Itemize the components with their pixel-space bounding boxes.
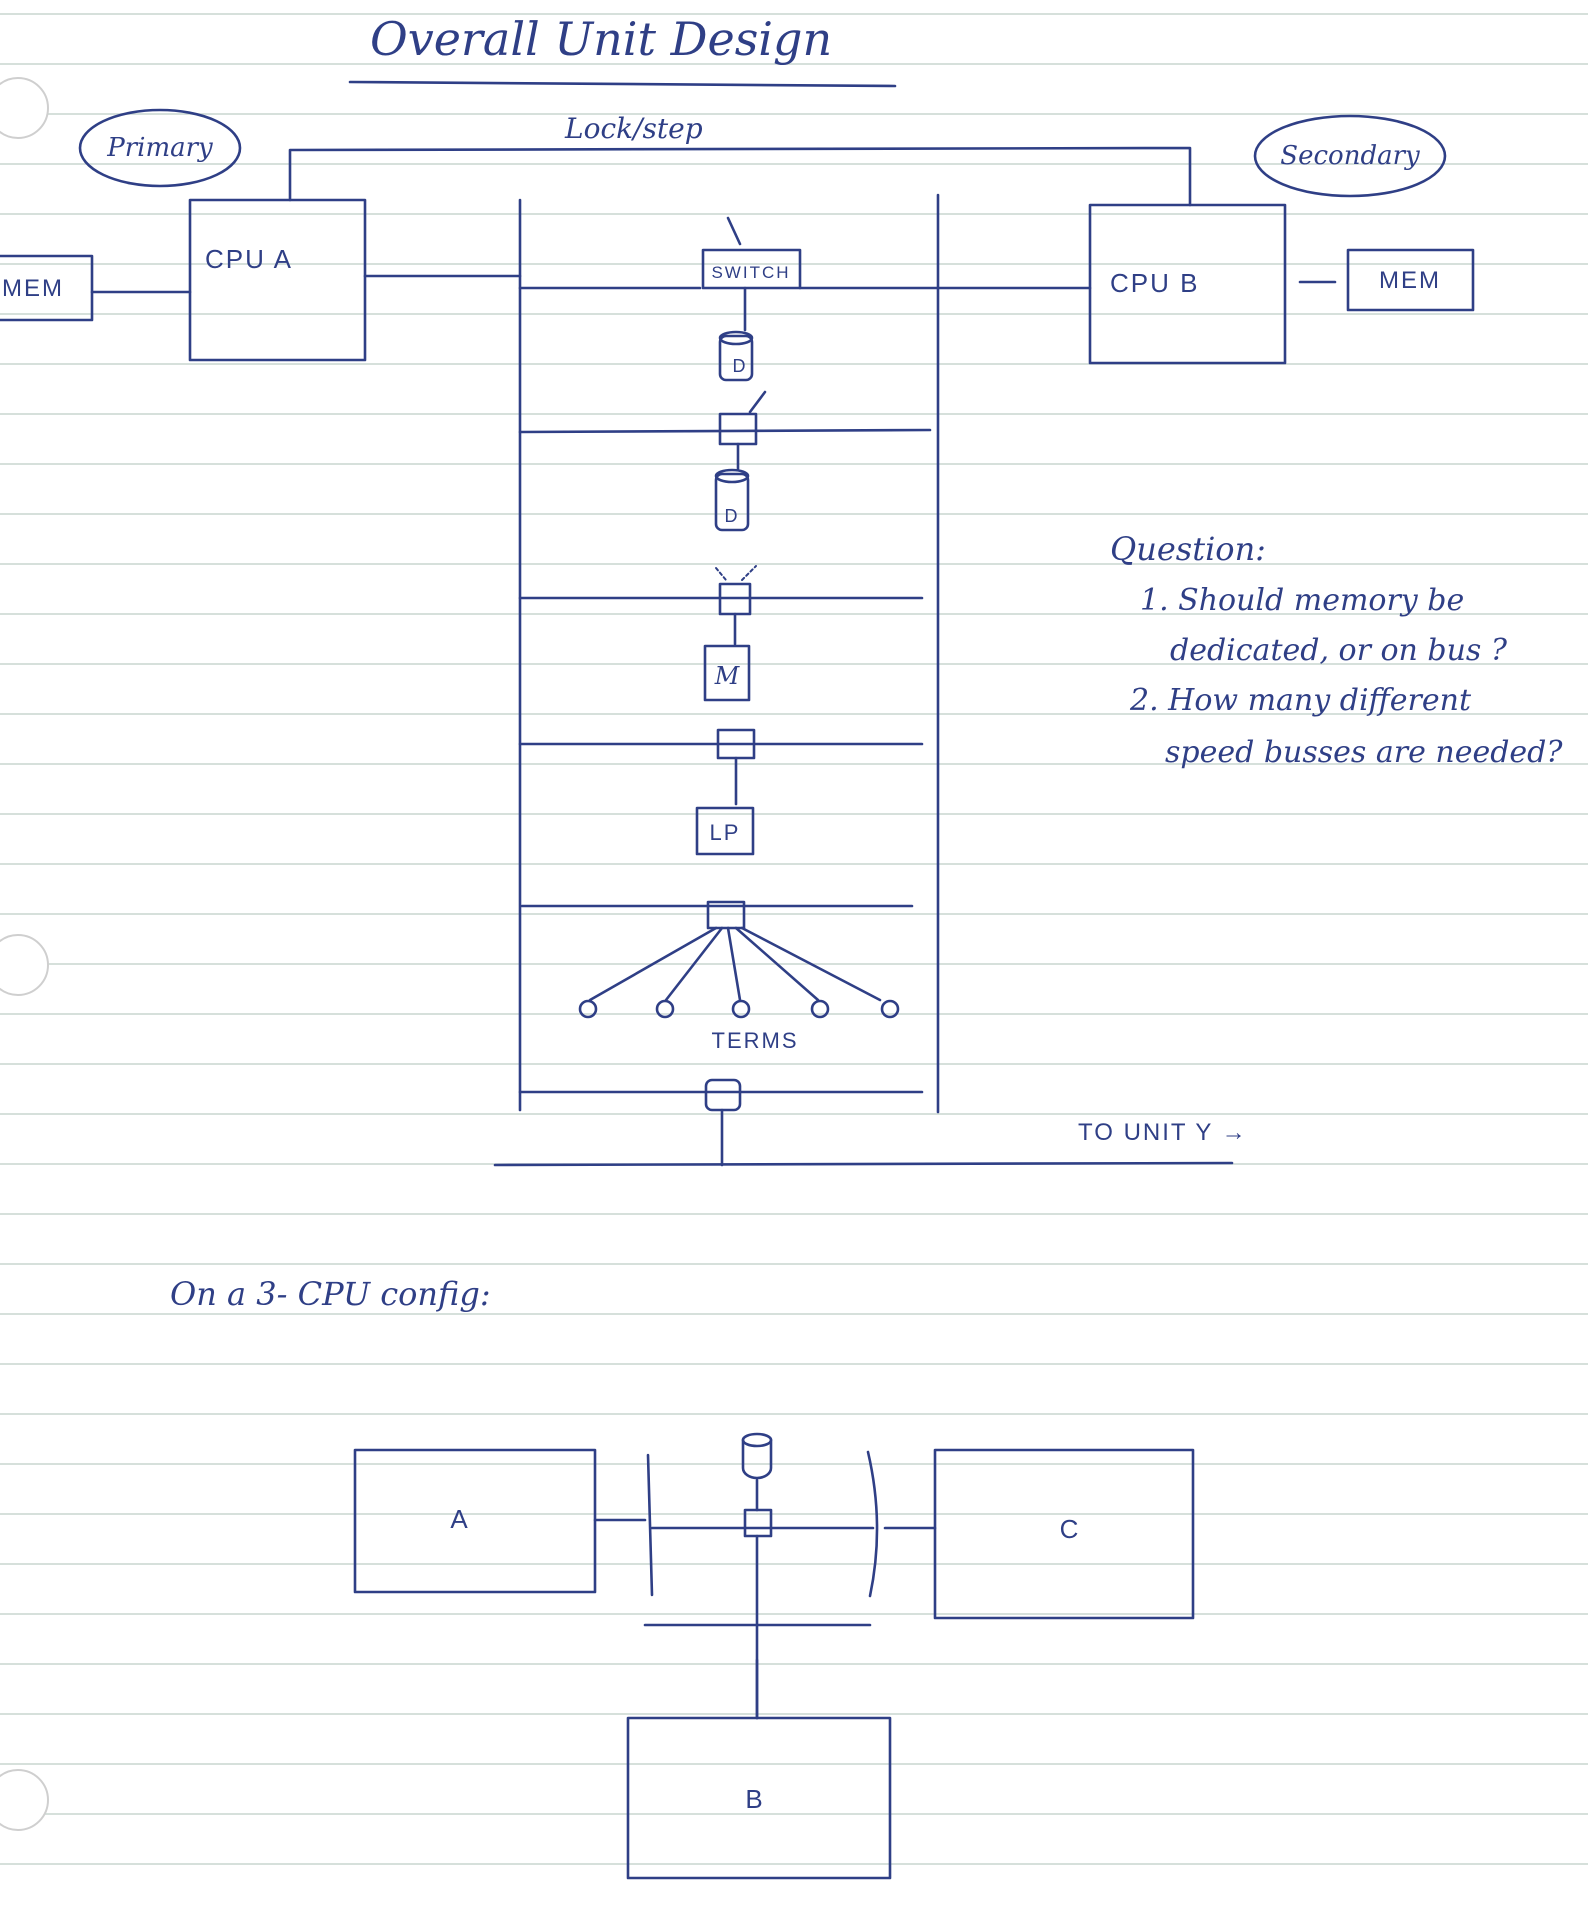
box-c-label: C [1060,1514,1081,1544]
small-disk-icon [741,1438,773,1480]
disk-1-label: D [733,356,748,376]
binder-hole-icon [0,1769,49,1831]
binder-hole-icon [0,934,49,996]
disk-2-label: D [725,506,740,526]
terminal-fanout [588,926,882,1002]
terminal-icon [731,999,751,1019]
config-label: On a 3- CPU config: [170,1275,491,1313]
title-underline [348,80,897,88]
cpu-b-box [1088,203,1287,365]
terminal-icon [578,999,598,1019]
controller-5-box [706,900,746,930]
controller-2-box [718,412,758,446]
primary-label: Primary [106,133,213,163]
question-notes: Question: 1. Should memory be dedicated,… [1110,530,1563,770]
question-1-line1: 1. Should memory be [1140,583,1464,618]
device-3-label: M [714,662,741,690]
disk-1-icon [718,334,754,382]
switch-box [701,248,802,290]
switch-label: SWITCH [711,263,790,282]
secondary-label: Secondary [1280,141,1420,171]
page-title: Overall Unit Design [370,12,832,66]
small-bus-left-rail [646,1453,654,1597]
mem-right-label: MEM [1379,267,1441,294]
mem-right-box [1346,248,1475,312]
small-bus-right-rail [866,1450,879,1598]
box-a-label: A [450,1504,469,1534]
unit-link-line [493,1161,1234,1167]
disk-2-top [714,468,750,484]
question-2-line2: speed busses are needed? [1165,735,1563,770]
cpu-b-label: CPU B [1110,268,1199,298]
secondary-oval [1253,114,1447,198]
controller-6-box [704,1078,742,1112]
mem-left-label: MEM [2,275,64,302]
to-unit-label: TO UNIT Y → [1078,1119,1248,1146]
box-a [353,1448,597,1594]
controller-2-antenna [748,390,767,414]
terminal-icon [810,999,830,1019]
binder-hole-icon [0,77,49,139]
box-c [933,1448,1195,1620]
terminal-icon [880,999,900,1019]
box-b-label: B [745,1784,764,1814]
controller-3-antenna [741,565,757,581]
mem-left-box [0,254,94,322]
cpu-a-label: CPU A [205,244,293,274]
controller-3-antenna [715,567,727,581]
disk-1-top [718,330,754,346]
terms-label: TERMS [712,1028,799,1053]
small-disk-top [741,1432,773,1448]
switch-antenna [726,216,742,246]
disk-2-icon [714,472,750,532]
lockstep-label: Lock/step [564,112,703,145]
question-2-line1: 2. How many different [1129,683,1472,718]
terminal-icon [655,999,675,1019]
box-b [626,1716,892,1880]
bus-line-2 [518,428,932,434]
question-1-line2: dedicated, or on bus ? [1170,633,1508,668]
ruled-lines [0,13,1588,1865]
lockstep-line [288,146,1192,207]
device-3-icon [703,644,751,702]
lp-box [695,806,755,856]
primary-oval [78,108,242,188]
lp-label: LP [710,820,741,845]
question-title: Question: [1110,530,1266,568]
cpu-a-box [188,198,367,362]
